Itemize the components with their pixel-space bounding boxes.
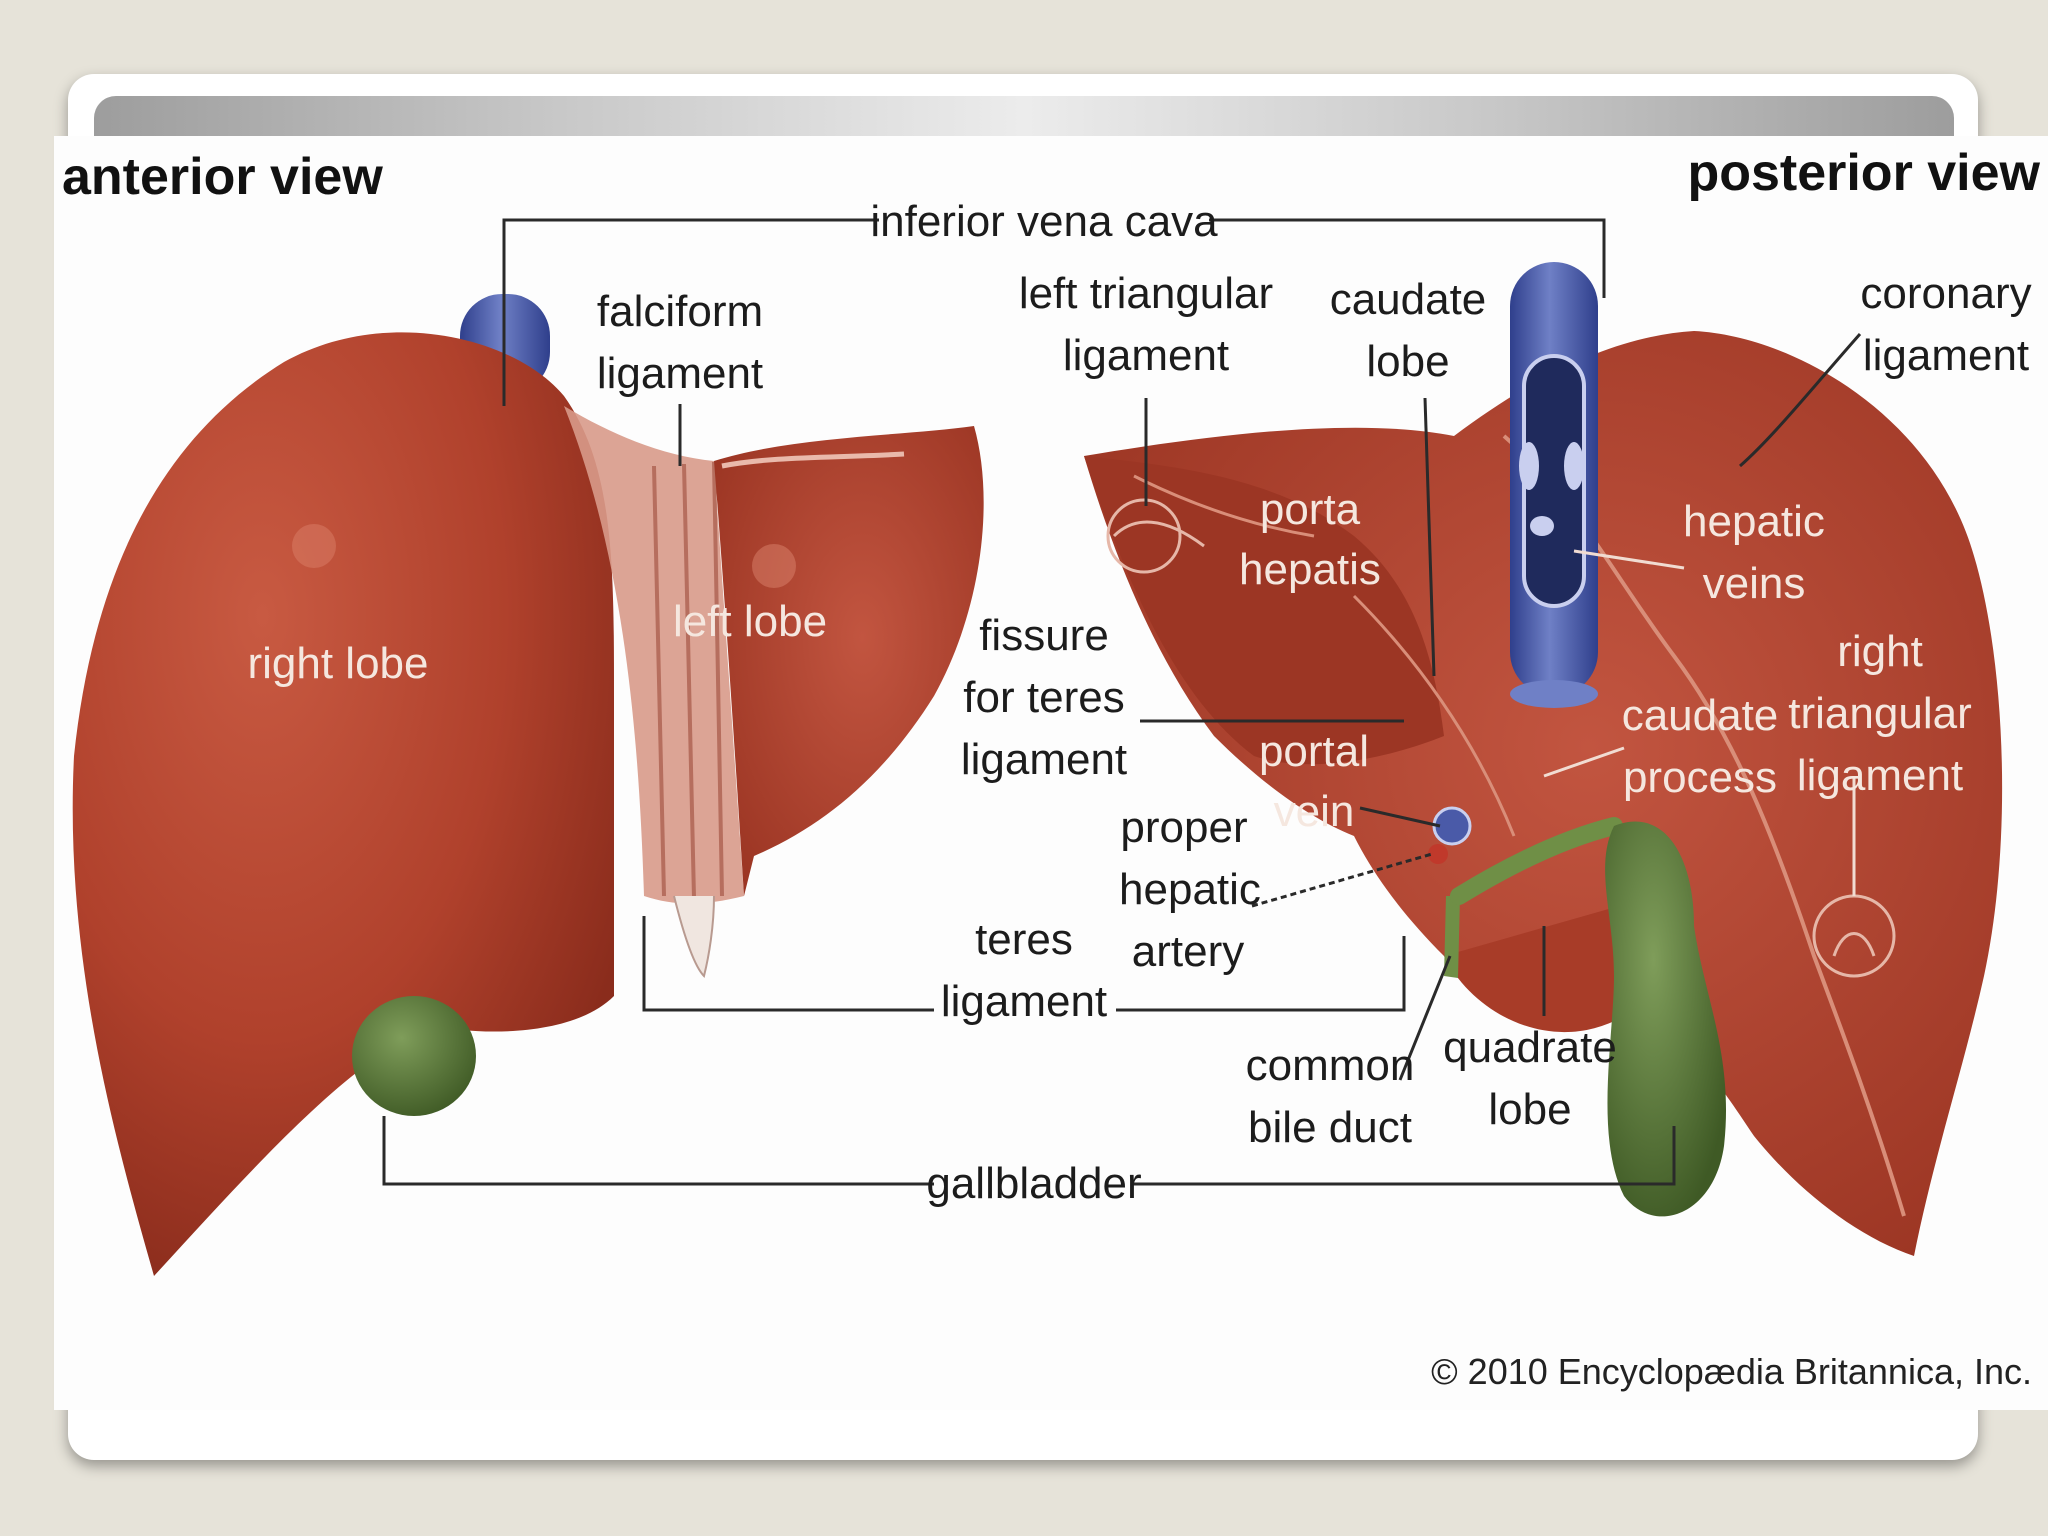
liver-illustration: anterior view posterior view inferior ve… — [62, 144, 2041, 1392]
gallbladder-anterior — [352, 996, 476, 1116]
label-left-lobe: left lobe — [673, 597, 827, 646]
label-fissure-3: ligament — [961, 735, 1127, 784]
label-hepatic-veins-2: veins — [1703, 559, 1806, 608]
label-porta-hepatis-1: porta — [1260, 485, 1361, 534]
label-common-bile-1: common — [1246, 1041, 1415, 1090]
label-quadrate-1: quadrate — [1443, 1023, 1617, 1072]
label-fissure-1: fissure — [979, 611, 1109, 660]
posterior-liver — [1084, 262, 2003, 1256]
label-right-triangular-1: right — [1837, 627, 1923, 676]
label-hepatic-veins-1: hepatic — [1683, 497, 1825, 546]
label-portal-vein-2: vein — [1274, 787, 1355, 836]
label-caudate-lobe-2: lobe — [1366, 337, 1449, 386]
label-caudate-lobe-1: caudate — [1330, 275, 1487, 324]
label-falciform-1: falciform — [597, 287, 763, 336]
copyright-notice: © 2010 Encyclopædia Britannica, Inc. — [1431, 1351, 2032, 1392]
label-right-lobe: right lobe — [247, 639, 428, 688]
label-coronary-1: coronary — [1860, 269, 2031, 318]
gallbladder-posterior — [1605, 821, 1727, 1217]
slide-top-bar — [94, 96, 1954, 140]
label-coronary-2: ligament — [1863, 331, 2029, 380]
anterior-view-title: anterior view — [62, 148, 383, 206]
label-quadrate-2: lobe — [1488, 1085, 1571, 1134]
label-proper-hepatic-2: hepatic — [1119, 865, 1261, 914]
right-lobe-shape — [72, 332, 614, 1276]
posterior-view-title: posterior view — [1687, 144, 2040, 202]
label-right-triangular-2: triangular — [1788, 689, 1971, 738]
label-teres-2: ligament — [941, 977, 1107, 1026]
label-porta-hepatis-2: hepatis — [1239, 545, 1381, 594]
falciform-band — [564, 406, 744, 904]
label-fissure-2: for teres — [963, 673, 1124, 722]
label-gallbladder: gallbladder — [926, 1159, 1141, 1208]
label-right-triangular-3: ligament — [1797, 751, 1963, 800]
label-teres-1: teres — [975, 915, 1073, 964]
posterior-left-part — [1084, 456, 1444, 765]
label-proper-hepatic-3: artery — [1132, 927, 1244, 976]
label-left-triangular-1: left triangular — [1019, 269, 1273, 318]
label-proper-hepatic-1: proper — [1120, 803, 1247, 852]
label-left-triangular-2: ligament — [1063, 331, 1229, 380]
label-inferior-vena-cava: inferior vena cava — [870, 197, 1218, 246]
label-falciform-2: ligament — [597, 349, 763, 398]
label-common-bile-2: bile duct — [1248, 1103, 1412, 1152]
label-caudate-process-2: process — [1623, 753, 1777, 802]
label-caudate-process-1: caudate — [1622, 691, 1779, 740]
liver-diagram: anterior view posterior view inferior ve… — [54, 136, 2048, 1410]
anterior-liver — [72, 294, 984, 1276]
left-lobe-shape — [714, 426, 984, 896]
label-portal-vein-1: portal — [1259, 727, 1369, 776]
quadrate-lobe-shape — [1444, 896, 1664, 1033]
leader-lines — [382, 218, 1862, 1186]
